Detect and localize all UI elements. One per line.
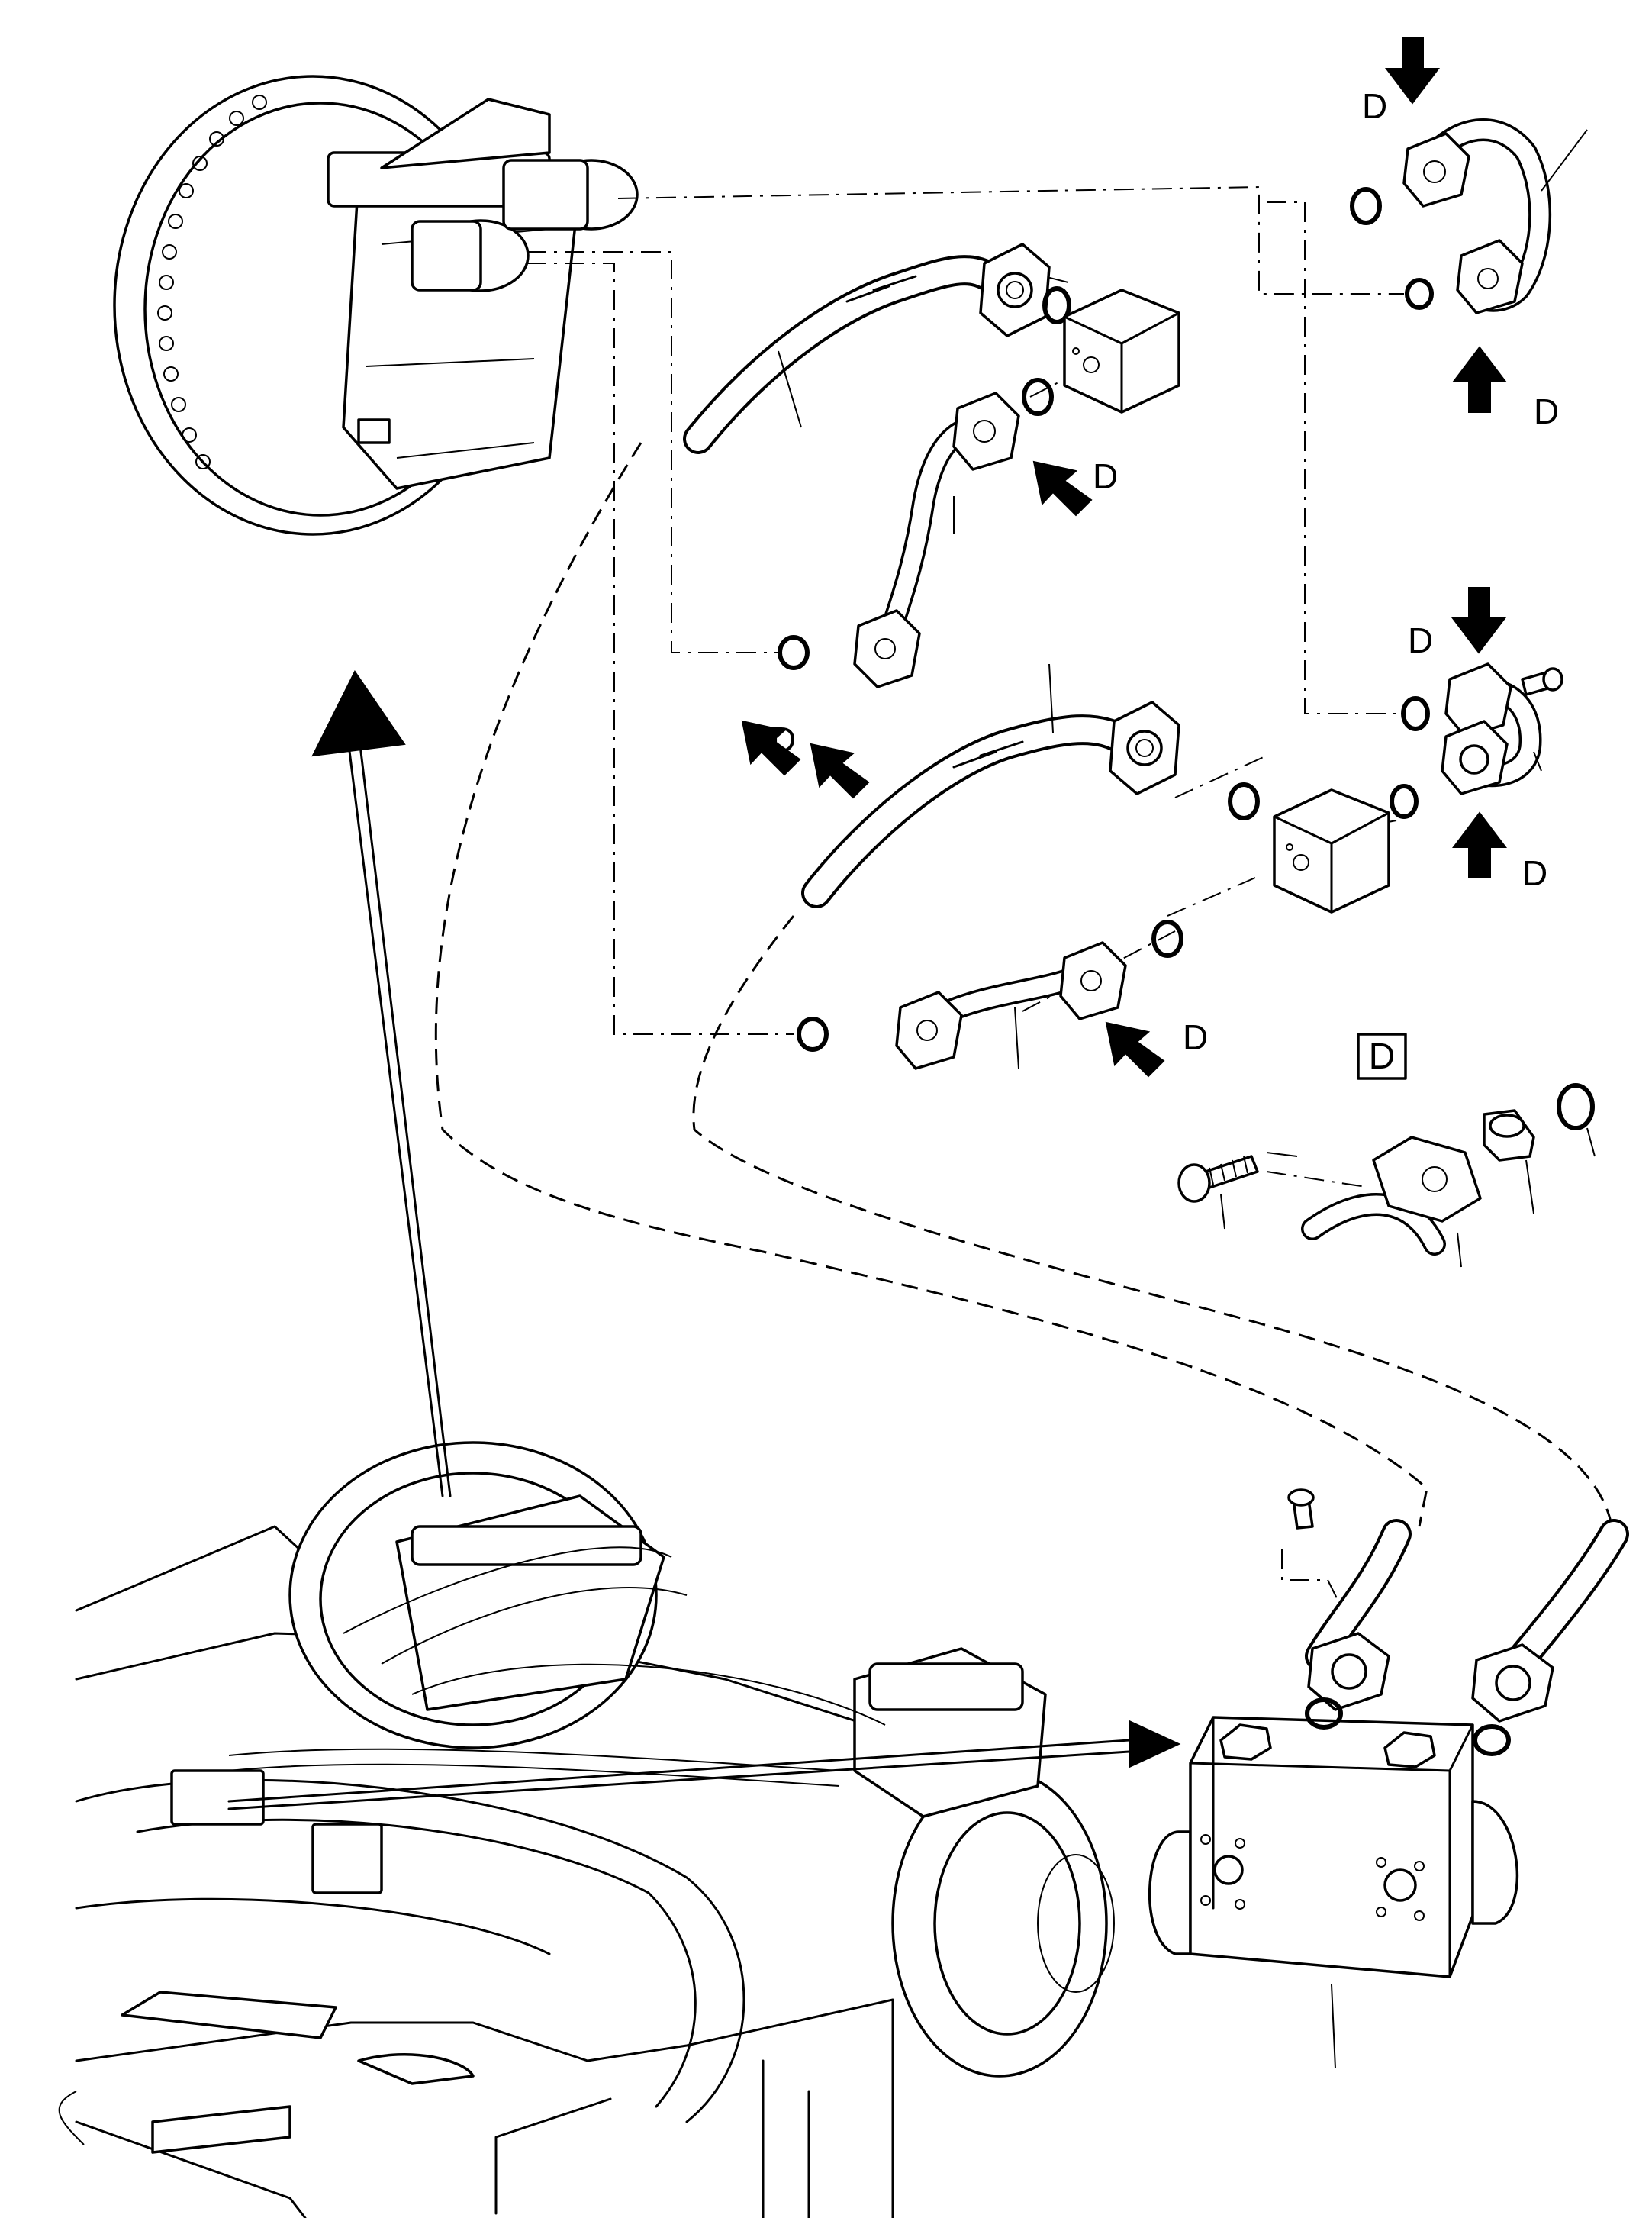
hose-set-lower bbox=[797, 663, 1419, 1070]
d-label: D bbox=[1183, 1017, 1208, 1057]
bolt-icon bbox=[1177, 1155, 1259, 1203]
o-ring-icon bbox=[1390, 784, 1419, 819]
flow-arrow-icon bbox=[1451, 811, 1508, 878]
o-ring-icon bbox=[1042, 286, 1071, 324]
flow-arrow-icon bbox=[1451, 346, 1508, 413]
o-ring-icon bbox=[1228, 782, 1260, 820]
drive-motor-assembly bbox=[113, 75, 639, 536]
valve-block-closeup bbox=[1148, 1716, 1519, 2069]
flow-arrow-icon bbox=[1105, 1021, 1165, 1078]
detail-label: D bbox=[1369, 1036, 1396, 1077]
flow-arrow-icon bbox=[311, 670, 406, 757]
o-ring-icon bbox=[1401, 696, 1430, 731]
detail-label-box bbox=[1357, 1033, 1407, 1080]
d-label: D bbox=[1534, 392, 1559, 431]
o-ring-icon bbox=[1405, 278, 1434, 310]
hose-route-dashes bbox=[434, 442, 1612, 1535]
flow-arrow-icon bbox=[1129, 1720, 1181, 1768]
flange-icon bbox=[979, 243, 1051, 337]
detail-d-inset: D bbox=[1177, 1033, 1596, 1268]
hose-ends-bottom bbox=[1287, 1488, 1629, 1756]
o-ring-icon bbox=[1022, 378, 1054, 416]
d-label: D bbox=[1408, 621, 1433, 660]
connection-leaders bbox=[527, 185, 1404, 1611]
distribution-block-lower bbox=[1273, 788, 1390, 914]
d-label: D bbox=[1522, 853, 1547, 893]
hose-set-upper bbox=[683, 243, 1180, 688]
leader-arrows bbox=[227, 670, 1181, 1810]
o-ring-icon bbox=[1557, 1083, 1595, 1130]
o-ring-icon bbox=[1305, 1697, 1343, 1730]
bolt-icon bbox=[1287, 1488, 1315, 1530]
tube-top-right bbox=[1350, 118, 1588, 314]
flow-arrow-icon bbox=[810, 743, 870, 799]
distribution-block-upper bbox=[1063, 289, 1180, 414]
bolt-icon bbox=[1521, 667, 1563, 696]
flow-arrow-icon bbox=[1451, 587, 1507, 654]
d-markers: D D D D D D D D D bbox=[741, 37, 1559, 1078]
o-ring-icon bbox=[1473, 1724, 1511, 1756]
d-label: D bbox=[1362, 86, 1387, 126]
o-ring-icon bbox=[778, 635, 810, 670]
flow-arrow-icon bbox=[741, 720, 801, 776]
o-ring-icon bbox=[797, 1017, 829, 1052]
flow-arrow-icon bbox=[1384, 37, 1441, 105]
o-ring-icon bbox=[1151, 920, 1183, 958]
tube-mid-right bbox=[1401, 662, 1563, 795]
machine-chassis bbox=[58, 1441, 1115, 2218]
d-label: D bbox=[1093, 456, 1118, 496]
o-ring-icon bbox=[1350, 187, 1382, 225]
flow-arrow-icon bbox=[1032, 460, 1093, 517]
